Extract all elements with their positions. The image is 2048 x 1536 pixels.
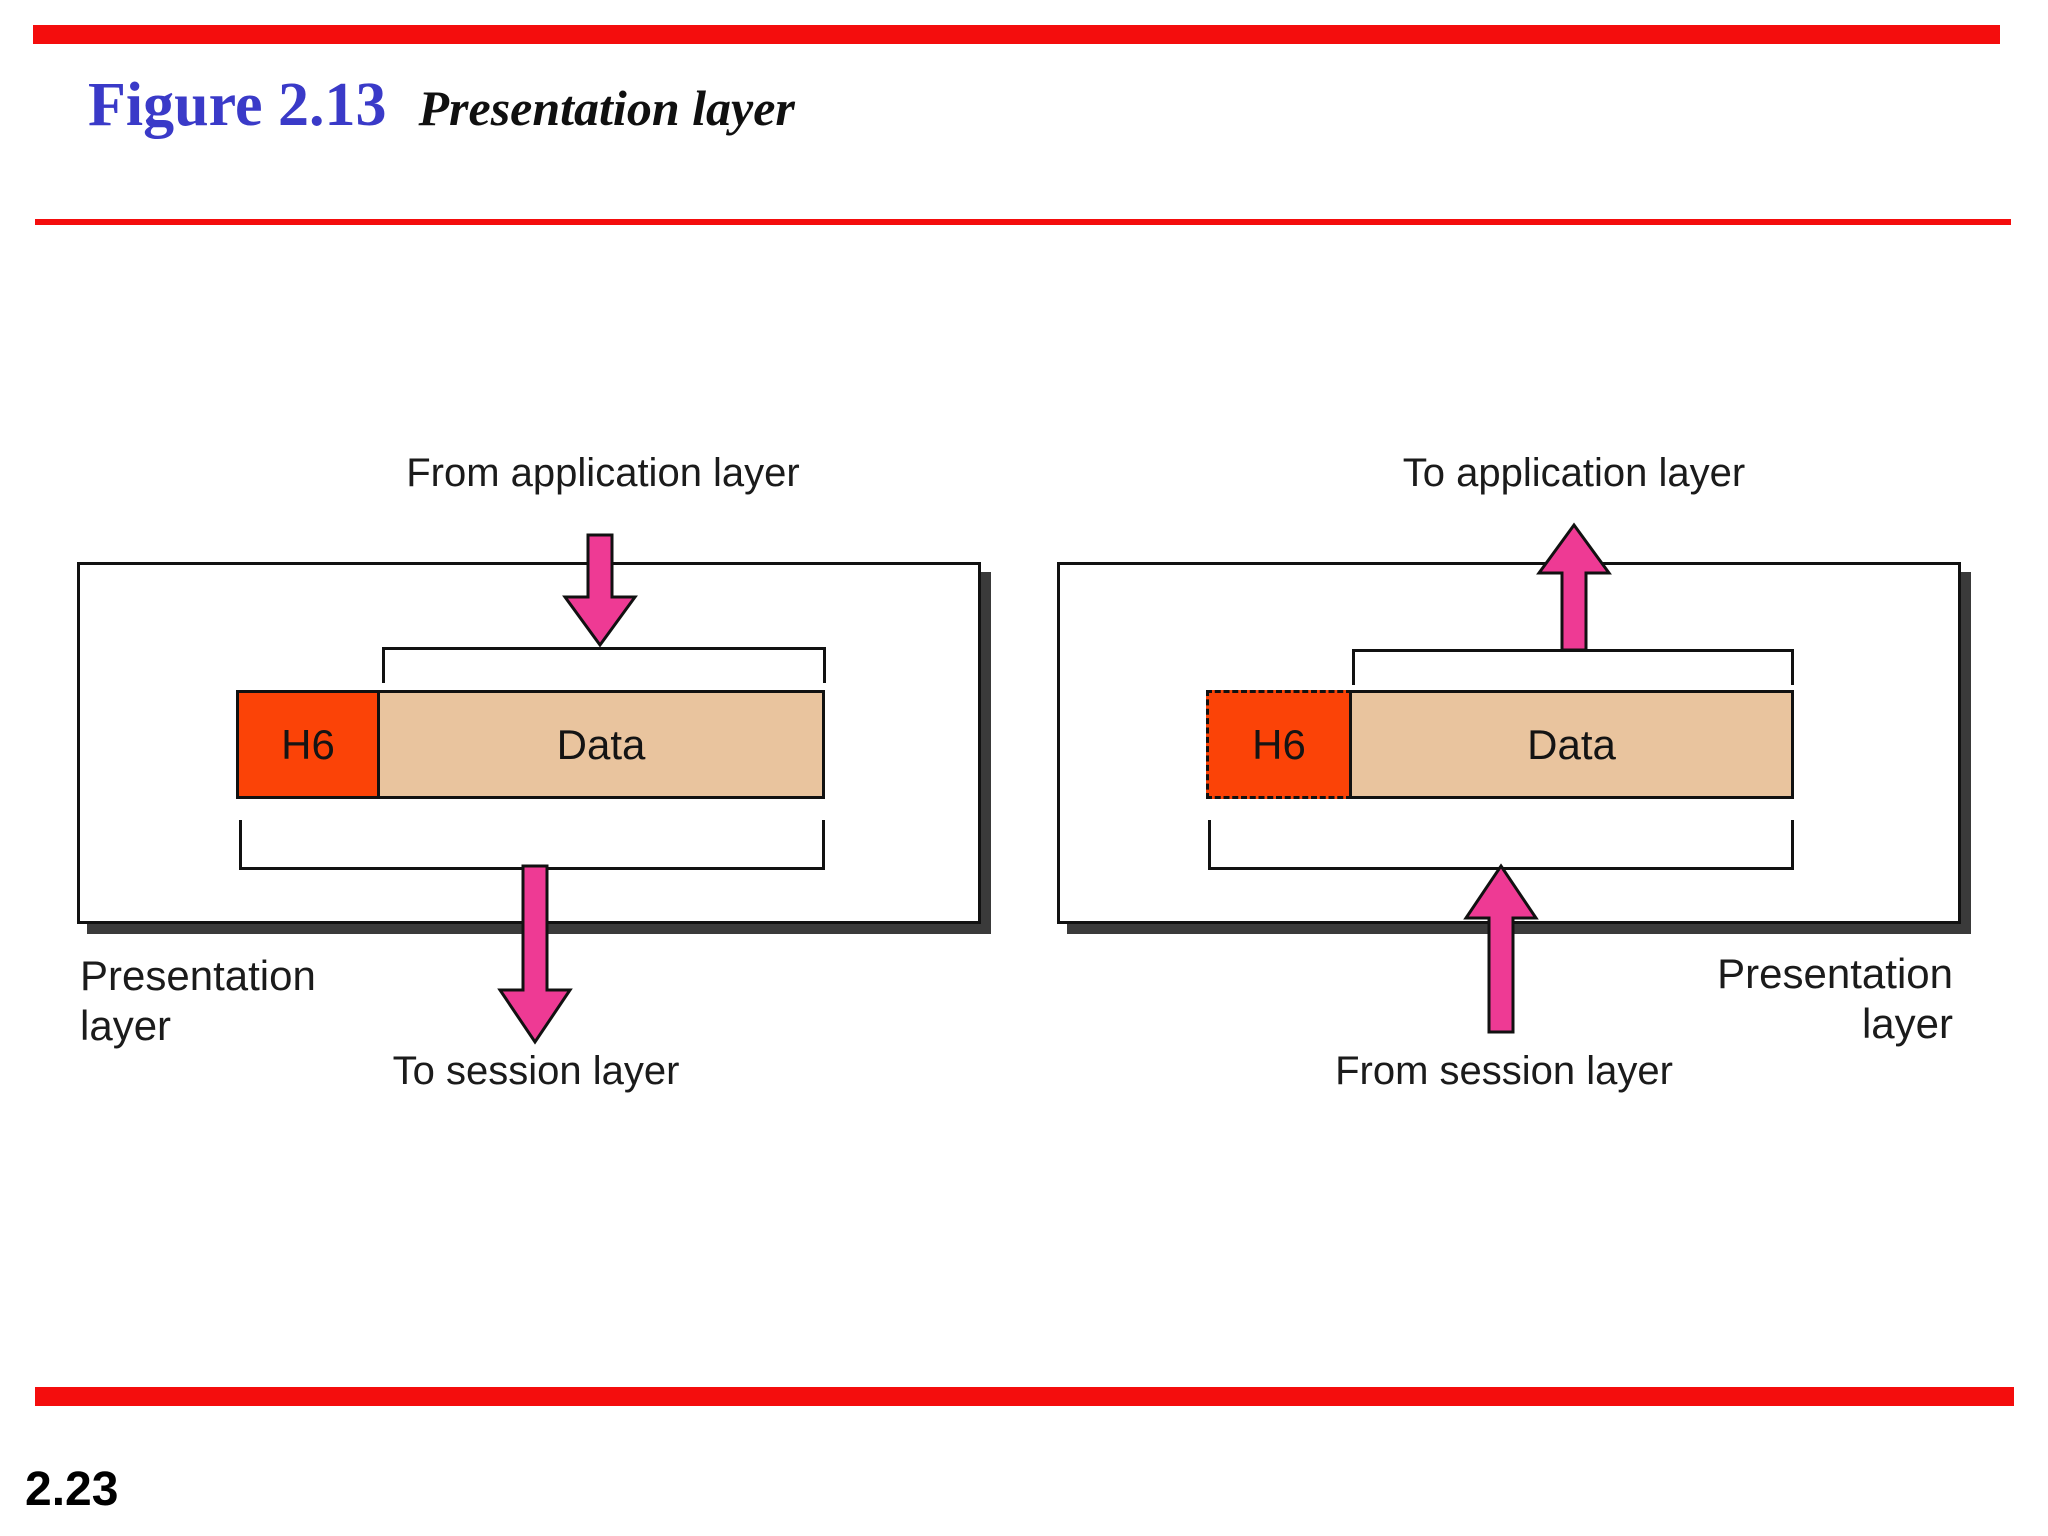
- bottom-red-bar: [35, 1387, 2014, 1406]
- left-h6-label: H6: [281, 720, 335, 768]
- title-underline-rule: [35, 219, 2011, 225]
- left-h6-header-block: H6: [236, 690, 380, 799]
- right-bottom-flow-label: From session layer: [1335, 1049, 1673, 1093]
- figure-title: Presentation layer: [418, 80, 795, 136]
- right-data-label: Data: [1527, 720, 1616, 768]
- left-data-label: Data: [556, 720, 646, 768]
- left-down-arrow-icon: [562, 533, 638, 648]
- left-bottom-down-arrow-icon: [497, 864, 573, 1045]
- right-up-arrow-icon: [1536, 522, 1612, 652]
- figure-number-label: Figure 2.13: [88, 71, 387, 139]
- right-h6-header-block: H6: [1206, 690, 1352, 799]
- page-number: 2.23: [25, 1463, 119, 1516]
- right-h6-label: H6: [1252, 720, 1306, 768]
- right-bottom-up-arrow-icon: [1463, 863, 1539, 1034]
- left-layer-caption: Presentation layer: [80, 951, 316, 1051]
- right-top-bracket: [1352, 649, 1794, 685]
- right-data-block: Data: [1349, 690, 1794, 799]
- left-layer-caption-line2: layer: [80, 1002, 172, 1049]
- left-layer-caption-line1: Presentation: [80, 952, 316, 999]
- right-top-flow-label: To application layer: [1402, 451, 1746, 495]
- top-red-bar: [33, 25, 2000, 44]
- right-layer-caption: Presentation layer: [1652, 949, 1953, 1049]
- slide-title: Figure 2.13 Presentation layer: [88, 70, 795, 141]
- left-top-bracket: [382, 647, 826, 683]
- left-data-block: Data: [377, 690, 825, 799]
- right-layer-caption-line2: layer: [1861, 1000, 1953, 1047]
- left-bottom-flow-label: To session layer: [392, 1049, 680, 1093]
- left-top-flow-label: From application layer: [406, 451, 800, 495]
- right-layer-caption-line1: Presentation: [1717, 950, 1953, 997]
